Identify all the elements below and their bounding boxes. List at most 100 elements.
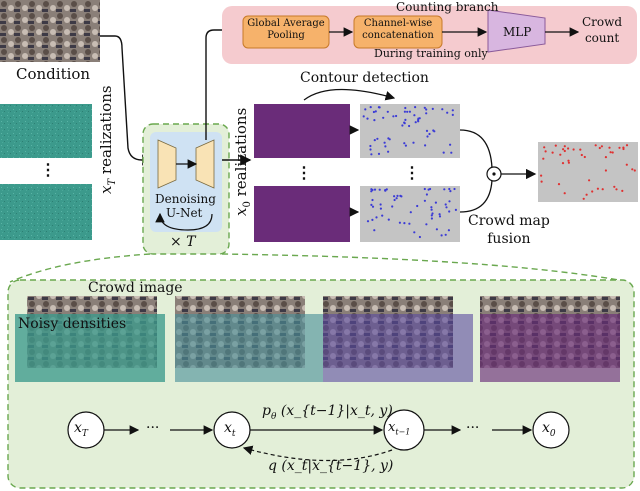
map-dot — [425, 108, 428, 111]
map-dot — [583, 155, 586, 159]
backward-transition-label: q (x_t|x_{t−1}, y) — [268, 458, 393, 474]
xT-realizations-label: xT realizations — [97, 85, 118, 194]
map-dot — [621, 189, 624, 192]
map-dot — [611, 151, 614, 154]
map-dot — [413, 231, 416, 234]
map-dot — [393, 198, 396, 202]
xT-ellipsis: ⋮ — [40, 160, 56, 179]
map-dot — [369, 148, 372, 151]
map-dot — [451, 109, 454, 112]
dotmap-top-dots — [362, 106, 454, 156]
map-dot — [434, 201, 437, 204]
gap-line1: Global Average — [247, 18, 325, 29]
map-dot — [370, 203, 373, 206]
map-dot — [382, 116, 385, 119]
node-x0 — [532, 411, 570, 449]
map-dot — [445, 206, 448, 209]
map-dot — [428, 132, 431, 136]
xT-noise-bottom — [0, 184, 92, 240]
map-dot — [446, 111, 449, 114]
map-dot — [379, 203, 382, 206]
map-dot — [370, 188, 373, 191]
map-dot — [625, 144, 629, 147]
chain-dots-1: ··· — [146, 420, 160, 436]
map-dot — [562, 148, 565, 151]
map-dot — [371, 198, 374, 202]
map-dot — [543, 146, 546, 149]
map-dot — [378, 188, 381, 191]
mlp-box — [487, 9, 546, 53]
map-dot — [579, 148, 582, 151]
map-dot — [414, 106, 417, 109]
map-dot — [551, 151, 554, 154]
map-dot — [444, 203, 447, 206]
map-dot — [381, 214, 384, 217]
node-xt-1-sub: t−1 — [395, 427, 411, 437]
map-dot — [403, 121, 406, 124]
x0-realizations-label: x0 realizations — [232, 108, 253, 216]
fusion-arrow-top — [459, 129, 493, 169]
map-dot — [442, 151, 445, 154]
map-dot — [604, 156, 608, 159]
map-dot — [444, 233, 447, 236]
unet-times-T: × T — [170, 234, 196, 250]
map-dot — [372, 110, 375, 114]
map-dot — [449, 190, 452, 193]
map-dot — [430, 208, 433, 211]
map-dot — [601, 188, 604, 191]
map-dot — [440, 234, 443, 237]
concat-line1: Channel-wise — [363, 18, 433, 29]
map-dot — [404, 106, 407, 110]
gap-label: Global Average Pooling — [243, 18, 329, 42]
node-xT-sub: T — [81, 428, 88, 439]
map-dot — [563, 192, 566, 195]
xT-word: realizations — [97, 85, 115, 175]
map-dot — [615, 188, 618, 191]
map-dot — [418, 117, 421, 120]
unet-encoder — [157, 139, 177, 189]
map-dot — [370, 153, 373, 156]
condition-label: Condition — [16, 65, 91, 83]
map-dot — [369, 144, 372, 148]
map-dot — [399, 194, 402, 197]
xT-symbol: x — [97, 185, 115, 194]
map-dot — [408, 110, 411, 113]
map-dot — [417, 120, 420, 123]
map-dot — [412, 141, 415, 144]
backward-args: (x_t|x_{t−1}, y) — [281, 458, 394, 474]
fusion-line2: fusion — [487, 231, 531, 247]
map-dot — [451, 113, 454, 116]
x0-word: realizations — [232, 107, 250, 197]
map-dot — [425, 223, 428, 226]
map-dot — [432, 129, 435, 132]
map-dot — [554, 144, 557, 147]
map-dot — [435, 228, 438, 231]
map-dot — [396, 194, 399, 197]
noisy-densities-label: Noisy densities — [18, 316, 127, 332]
map-dot — [561, 162, 565, 165]
map-dot — [387, 137, 390, 140]
map-dot — [392, 115, 395, 118]
map-dot — [563, 145, 566, 148]
map-dot — [613, 185, 616, 188]
node-xT-x: x — [74, 420, 82, 436]
map-dot — [441, 108, 444, 111]
node-xt-1-label: xt−1 — [388, 420, 410, 437]
forward-p: p — [262, 403, 271, 419]
counting-branch-title: Counting branch — [396, 0, 499, 14]
map-dot — [429, 187, 432, 191]
node-xt-x: x — [224, 420, 232, 436]
map-dot — [443, 188, 446, 191]
map-dot — [423, 199, 426, 202]
map-dot — [404, 144, 407, 147]
concat-label: Channel-wise concatenation — [354, 18, 442, 42]
fusion-operator-dot — [492, 172, 496, 176]
map-dot — [450, 151, 453, 154]
map-dot — [395, 197, 398, 200]
map-dot — [425, 112, 428, 115]
map-dot — [373, 119, 376, 122]
map-dot — [416, 204, 419, 208]
x0-density-bottom — [254, 186, 350, 242]
map-dot — [406, 110, 409, 113]
map-dot — [404, 118, 407, 121]
